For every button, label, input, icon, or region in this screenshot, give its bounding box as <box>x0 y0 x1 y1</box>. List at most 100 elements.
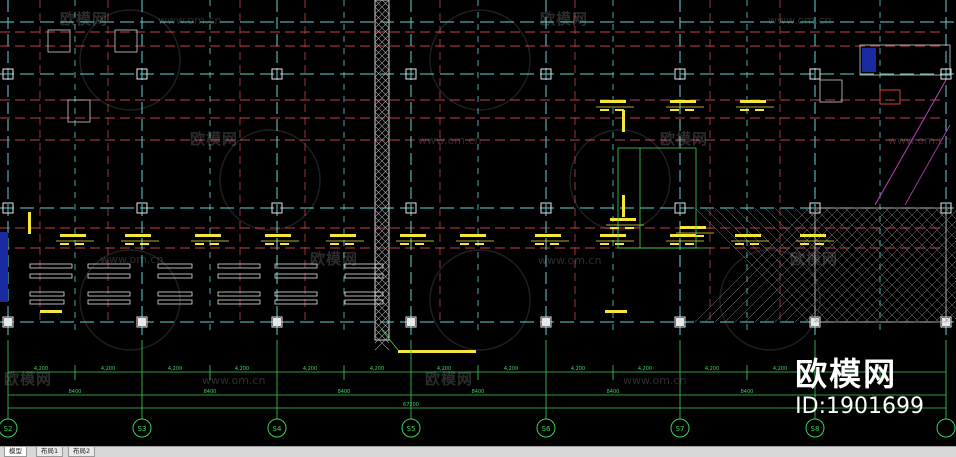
watermark-circle <box>429 9 531 111</box>
room-box <box>819 79 843 103</box>
span-dimension: 4,200 <box>101 366 115 372</box>
diagonal-line <box>904 124 951 206</box>
rebar-tag <box>600 109 609 111</box>
rebar-tag <box>400 243 409 245</box>
zone-hatch <box>934 207 956 230</box>
shaft-hatch <box>374 97 390 113</box>
rebar-tag-vertical <box>28 212 31 234</box>
axis-bubble <box>0 418 18 438</box>
span-dimension: 4,200 <box>571 366 585 372</box>
stair-tread <box>344 273 384 279</box>
zone-hatch <box>824 207 940 323</box>
rebar-tag <box>680 235 689 237</box>
shaft-hatch <box>374 27 390 43</box>
column <box>676 318 684 326</box>
span-dimension: 4,200 <box>773 366 787 372</box>
shaft-hatch <box>374 188 390 204</box>
zone-hatch <box>844 210 956 323</box>
column <box>405 68 417 80</box>
double-span-dimension: 8400 <box>204 389 217 395</box>
layout-tab-bar: 模型 布局1 布局2 <box>0 446 956 457</box>
column <box>809 68 821 80</box>
right-room-fill <box>862 48 876 72</box>
rebar-tag <box>670 243 679 245</box>
shaft-hatch <box>374 300 390 316</box>
axis-bubble <box>267 418 287 438</box>
zone-hatch <box>944 207 956 220</box>
right-room <box>859 44 951 76</box>
rebar-tag <box>280 243 289 245</box>
column <box>271 316 283 328</box>
brand-name: 欧模网 <box>795 355 898 393</box>
zone-hatch <box>714 207 830 323</box>
rebar-tag <box>60 243 69 245</box>
column <box>136 316 148 328</box>
rebar-tag <box>735 234 761 237</box>
column <box>273 318 281 326</box>
rebar-tag <box>550 243 559 245</box>
shaft-hatch <box>374 153 390 169</box>
column <box>540 202 552 214</box>
stair-tread <box>274 299 318 305</box>
shaft-hatch <box>374 230 390 246</box>
shaft-hatch <box>374 335 390 351</box>
zone-hatch <box>874 240 956 323</box>
stair-tread <box>29 273 73 279</box>
shaft-hatch <box>374 223 390 239</box>
column <box>674 202 686 214</box>
rebar-tag <box>265 234 291 237</box>
leader-line <box>381 329 399 351</box>
shaft-outline <box>374 0 390 341</box>
zone-hatch <box>694 207 810 323</box>
rebar-tag <box>670 100 696 103</box>
stair-tread <box>87 299 131 305</box>
shaft-hatch <box>374 62 390 78</box>
stair-tread <box>87 273 131 279</box>
shaft-hatch <box>374 174 390 190</box>
watermark-circle <box>219 129 321 231</box>
shaft-hatch <box>381 0 390 8</box>
double-span-dimension: 8400 <box>69 389 82 395</box>
watermark-circle <box>79 9 181 111</box>
shaft-hatch <box>374 55 390 71</box>
stair-tread <box>217 263 261 269</box>
stair-tread <box>157 291 193 297</box>
room-box <box>67 99 91 123</box>
rebar-tag <box>535 243 544 245</box>
zone-hatch <box>814 207 930 323</box>
rebar-tag <box>680 226 706 229</box>
axis-bubble <box>536 418 556 438</box>
brand-overlay: 欧模网 ID:1901699 <box>795 356 924 420</box>
stair-tread <box>217 291 261 297</box>
column <box>407 318 415 326</box>
stair-tread <box>157 299 193 305</box>
red-box <box>879 89 901 105</box>
span-dimension: 4,200 <box>370 366 384 372</box>
stair-tread <box>274 273 318 279</box>
column <box>540 68 552 80</box>
span-dimension: 4,200 <box>638 366 652 372</box>
shaft-hatch <box>374 111 390 127</box>
column <box>674 68 686 80</box>
zone-hatch <box>934 300 956 323</box>
column <box>271 68 283 80</box>
rebar-tag <box>610 227 619 229</box>
rebar-tag <box>800 234 826 237</box>
shaft-hatch <box>374 307 390 323</box>
rebar-tag <box>535 234 561 237</box>
column <box>674 316 686 328</box>
total-dimension: 67200 <box>403 402 419 408</box>
shaft-hatch <box>374 202 390 218</box>
shaft-hatch <box>374 181 390 197</box>
zone-hatch <box>784 207 900 323</box>
shaft-hatch <box>374 83 390 99</box>
shaft-hatch <box>374 20 390 36</box>
rebar-tag <box>460 234 486 237</box>
span-dimension: 4,200 <box>705 366 719 372</box>
zone-hatch <box>904 207 956 260</box>
zone-hatch <box>884 250 956 323</box>
rebar-tag <box>195 243 204 245</box>
shaft-hatch <box>374 160 390 176</box>
axis-label: S3 <box>138 425 147 433</box>
